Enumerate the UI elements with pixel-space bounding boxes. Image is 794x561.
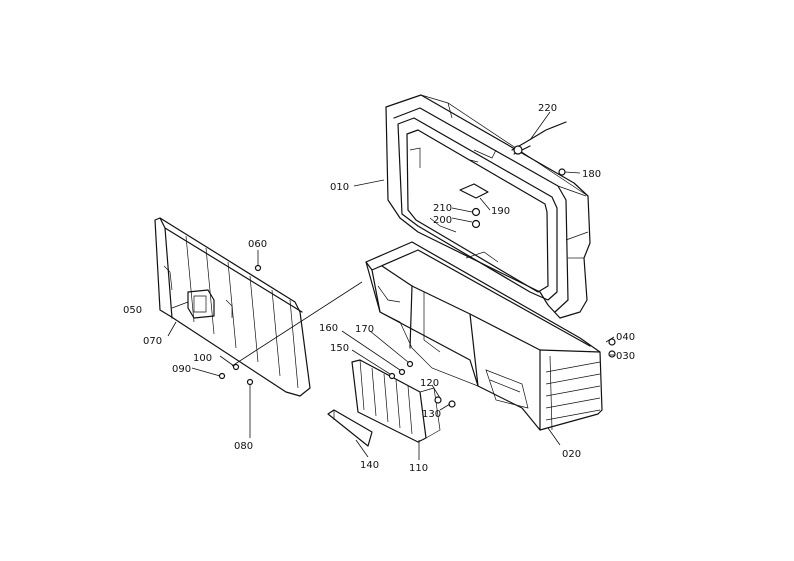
part-220-cable [511,121,567,155]
part-010-rear-housing [385,94,591,319]
callout-140: 140 [360,460,379,471]
callout-090: 090 [172,364,191,375]
fasteners [218,168,616,408]
callout-010: 010 [330,182,349,193]
callout-labels: 010 020 030 040 050 060 070 080 090 100 … [123,103,635,474]
part-190-bracket [459,183,489,229]
callout-150: 150 [330,343,349,354]
callout-200: 200 [433,215,452,226]
callout-020: 020 [562,449,581,460]
callout-170: 170 [355,324,374,335]
callout-030: 030 [616,351,635,362]
leader-lines [167,111,615,460]
callout-050: 050 [123,305,142,316]
callout-080: 080 [234,441,253,452]
callout-040: 040 [616,332,635,343]
callout-160: 160 [319,323,338,334]
part-020-front-frame [365,241,603,431]
part-110-small-grille [351,359,441,443]
part-140-bottom-strip [327,409,373,447]
callout-220: 220 [538,103,557,114]
callout-120: 120 [420,378,439,389]
callout-070: 070 [143,336,162,347]
callout-110: 110 [409,463,428,474]
callout-210: 210 [433,203,452,214]
callout-060: 060 [248,239,267,250]
callout-100: 100 [193,353,212,364]
callout-190: 190 [491,206,510,217]
callout-180: 180 [582,169,601,180]
part-070-side-grille-panel [154,217,311,397]
callout-130: 130 [422,409,441,420]
